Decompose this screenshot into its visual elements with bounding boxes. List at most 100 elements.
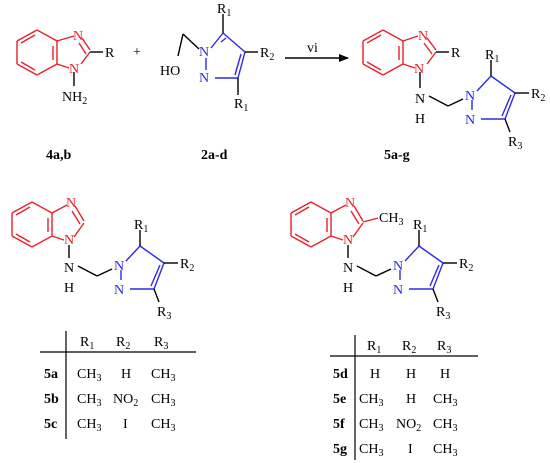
table-cell: CH3 — [151, 367, 175, 384]
right-methyl: CH3 — [379, 211, 403, 228]
cell-sub: 3 — [96, 373, 101, 384]
table-row: 5e CH3 H CH3 — [333, 392, 457, 409]
product-substituted-nitrogen: N — [414, 62, 424, 77]
cell-main: H — [406, 392, 416, 407]
cell-sub: 3 — [96, 398, 101, 409]
left-nh-nitrogen: N — [64, 261, 74, 276]
right-pyrazole-n2: N — [393, 283, 403, 298]
table-cell: CH3 — [77, 392, 101, 409]
table-right-h1-r: R — [367, 339, 377, 354]
left-r3-sub: 3 — [166, 311, 171, 322]
table-left-h2-r: R — [116, 335, 126, 350]
cell-main: CH — [433, 392, 452, 407]
left-pyrazole-n1: N — [114, 259, 124, 274]
cell-sub: 3 — [378, 423, 383, 434]
product-pyrazole-n1: N — [465, 89, 475, 104]
cell-main: H — [406, 367, 416, 382]
product-substituent-bonds — [490, 60, 529, 133]
r1-bottom: R1 — [234, 97, 248, 114]
left-benzimidazole-bonds — [11, 201, 85, 248]
substituted-nitrogen: N — [69, 62, 79, 77]
left-r3-r: R — [157, 305, 167, 320]
table-right-h1-sub: 1 — [376, 345, 381, 356]
table-right-header-r1: R1 — [367, 339, 381, 356]
product-ring-nitrogen: N — [418, 29, 428, 44]
table-row-id: 5d — [333, 367, 348, 382]
table-left-h1-sub: 1 — [89, 341, 94, 352]
r-substituent: R — [105, 46, 115, 61]
ch2oh-bonds — [177, 33, 200, 57]
right-r3-r: R — [436, 305, 446, 320]
table-cell: I — [123, 417, 128, 432]
right-ring-nitrogen: N — [345, 196, 355, 211]
table-cell: CH3 — [151, 392, 175, 409]
reaction-condition: vi — [307, 41, 318, 56]
reactant-hydroxymethylpyrazole: HO N N R1 R2 R1 2a-d — [160, 2, 274, 163]
table-cell: H — [406, 392, 416, 407]
cell-main: I — [408, 442, 413, 457]
table-left-header-r2: R2 — [116, 335, 130, 352]
product-r3: R3 — [508, 135, 522, 152]
right-r1: R1 — [413, 218, 427, 235]
left-pyrazole-n2: N — [114, 283, 124, 298]
table-row: 5d H H H — [333, 367, 450, 382]
amino-group: NH2 — [62, 90, 87, 107]
right-r2-sub: 2 — [468, 263, 473, 274]
table-cell: H — [440, 367, 450, 382]
right-r3: R3 — [436, 305, 450, 322]
cell-main: CH — [151, 392, 170, 407]
cell-sub: 2 — [416, 423, 421, 434]
cell-sub: 3 — [96, 423, 101, 434]
cell-main: H — [121, 367, 131, 382]
table-cell: NO2 — [396, 417, 421, 434]
left-substituted-nitrogen: N — [64, 233, 74, 248]
table-cell: I — [408, 442, 413, 457]
table-row-id: 5f — [333, 417, 345, 432]
table-right-header-r3: R3 — [437, 339, 451, 356]
table-cell: CH3 — [77, 367, 101, 384]
table-cell: CH3 — [77, 417, 101, 434]
table-row: 5c CH3 I CH3 — [44, 417, 175, 434]
r1-bottom-r: R — [234, 97, 244, 112]
right-pyrazole-bonds — [399, 245, 444, 290]
table-right-header-r2: R2 — [402, 339, 416, 356]
product-r2-sub: 2 — [540, 93, 545, 104]
table-cell: H — [121, 367, 131, 382]
product-pyrazole-n2: N — [465, 113, 475, 128]
product-r1: R1 — [485, 48, 499, 65]
table-row: 5b CH3 NO2 CH3 — [44, 392, 175, 409]
table-left-h3-sub: 3 — [163, 341, 168, 352]
compound-label-2ad: 2a-d — [201, 148, 228, 163]
table-right-h2-r: R — [402, 339, 412, 354]
table-cell: H — [370, 367, 380, 382]
hydroxyl: HO — [160, 64, 180, 79]
reactant-aminobenzimidazole: N N R NH2 4a,b — [16, 29, 115, 163]
compound-label-5ag: 5a-g — [384, 148, 410, 163]
table-row: 5f CH3 NO2 CH3 — [333, 417, 457, 434]
cell-sub: 3 — [378, 448, 383, 459]
product-r3-sub: 3 — [517, 141, 522, 152]
substituent-table-left: R1 R2 R3 5a CH3 H CH3 5b CH3 NO2 CH3 5c … — [40, 331, 196, 439]
compound-label-4ab: 4a,b — [46, 148, 72, 163]
r1-top-sub: 1 — [226, 8, 231, 19]
table-row-id: 5c — [44, 417, 57, 432]
product-r1-sub: 1 — [494, 54, 499, 65]
table-row-id: 5b — [44, 392, 59, 407]
r2: R2 — [260, 46, 274, 63]
cell-main: I — [123, 417, 128, 432]
right-r2-r: R — [459, 257, 469, 272]
table-cell: CH3 — [359, 442, 383, 459]
pyrazole-n1: N — [199, 45, 209, 60]
cell-sub: 3 — [170, 398, 175, 409]
table-cell: CH3 — [359, 392, 383, 409]
left-r2: R2 — [180, 257, 194, 274]
cell-sub: 3 — [378, 398, 383, 409]
table-cell: CH3 — [433, 392, 457, 409]
cell-main: CH — [433, 417, 452, 432]
left-r1: R1 — [134, 218, 148, 235]
left-r2-r: R — [180, 257, 190, 272]
pyrazole-bonds — [205, 32, 246, 79]
table-cell: H — [406, 367, 416, 382]
right-benzimidazole-bonds — [290, 201, 364, 248]
